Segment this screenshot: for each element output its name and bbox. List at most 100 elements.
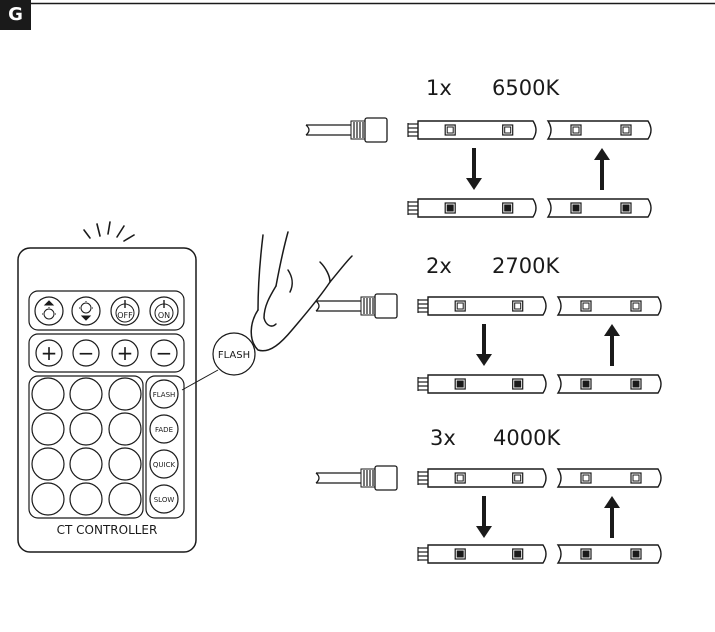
fade-button[interactable]: FADE [149, 414, 179, 444]
figure-label: G [0, 0, 31, 30]
arrow-down-icon [466, 148, 482, 190]
color-button[interactable] [108, 482, 142, 516]
remote-adjust-panel [28, 333, 185, 373]
flash-button[interactable]: FLASH [149, 379, 179, 409]
led-chip-core [514, 474, 522, 482]
led-chip-core [504, 126, 512, 134]
brightness-up-button[interactable] [34, 296, 64, 326]
led-chip-lit [632, 380, 640, 388]
step-3-temperature: 4000K [493, 426, 561, 450]
brightness-down-icon [79, 301, 93, 321]
arrow-head [476, 526, 492, 538]
led-strip-icon [556, 374, 662, 394]
cable [305, 124, 351, 136]
color-buttons [31, 377, 142, 516]
color-button[interactable] [69, 377, 103, 411]
led-chip-lit [582, 550, 590, 558]
arrow-head [466, 178, 482, 190]
brightness-up-icon [42, 300, 56, 320]
step-group-3 [315, 465, 662, 564]
plug-head [374, 293, 398, 319]
strip-body [427, 544, 547, 564]
remote-body [17, 247, 197, 553]
led-chip-core [456, 474, 464, 482]
color-button[interactable] [31, 377, 65, 411]
led-strip-icon [407, 120, 537, 140]
color-button[interactable] [31, 482, 65, 516]
plus-label: + [117, 341, 134, 365]
cable [315, 472, 361, 484]
arrow-down-icon [476, 324, 492, 366]
plug-connector-icon [305, 117, 388, 143]
led-chip-lit [572, 204, 580, 212]
strip-body [546, 120, 652, 140]
strip-body [427, 468, 547, 488]
led-strip-icon [556, 468, 662, 488]
remote-name: CT CONTROLLER [57, 523, 158, 537]
power-off-label: OFF [117, 311, 133, 320]
step-1-temperature: 6500K [492, 76, 560, 100]
plug-connector-icon [315, 293, 398, 319]
quick-button[interactable]: QUICK [149, 449, 179, 479]
plus-button-2[interactable]: + [111, 339, 139, 367]
arrow-up-icon [604, 496, 620, 538]
strip-body [417, 198, 537, 218]
led-strip-icon [556, 296, 662, 316]
color-button[interactable] [31, 447, 65, 481]
brightness-down-button[interactable] [71, 296, 101, 326]
led-strip-icon [417, 296, 547, 316]
color-button[interactable] [108, 412, 142, 446]
plus-button-1[interactable]: + [35, 339, 63, 367]
color-button[interactable] [31, 412, 65, 446]
led-chip-lit [514, 380, 522, 388]
quick-button-label: QUICK [153, 461, 176, 469]
plug-head [374, 465, 398, 491]
color-button[interactable] [69, 447, 103, 481]
step-group-2 [315, 293, 662, 394]
minus-label: − [156, 341, 173, 365]
strip-body [556, 296, 662, 316]
strip-body [556, 374, 662, 394]
remote-color-panel [28, 375, 144, 519]
power-off-button[interactable]: OFF [110, 296, 140, 326]
arrow-head [604, 324, 620, 336]
led-chip-lit [582, 380, 590, 388]
strip-body [417, 120, 537, 140]
flash-button-label: FLASH [153, 391, 176, 399]
arrow-head [476, 354, 492, 366]
led-strip-icon [417, 468, 547, 488]
led-chip-lit [456, 380, 464, 388]
arrow-up-icon [604, 324, 620, 366]
strip-body [546, 198, 652, 218]
minus-button-1[interactable]: − [72, 339, 100, 367]
arrow-up-icon [594, 148, 610, 190]
arrow-head [604, 496, 620, 508]
strip-body [556, 468, 662, 488]
color-button[interactable] [108, 447, 142, 481]
led-chip-lit [446, 204, 454, 212]
strip-body [556, 544, 662, 564]
power-on-button[interactable]: ON [149, 296, 179, 326]
led-chip-core [582, 474, 590, 482]
led-strip-icon [417, 374, 547, 394]
step-1-count: 1x [426, 76, 452, 100]
minus-button-2[interactable]: − [150, 339, 178, 367]
color-button[interactable] [69, 482, 103, 516]
minus-label: − [78, 341, 95, 365]
strip-body [427, 296, 547, 316]
led-chip-core [456, 302, 464, 310]
cable [315, 300, 361, 312]
led-chip-lit [504, 204, 512, 212]
step-group-1 [305, 117, 652, 218]
led-chip-core [622, 126, 630, 134]
strip-body [427, 374, 547, 394]
power-on-label: ON [158, 311, 170, 320]
remote-control: OFF ON + − + − [17, 221, 197, 553]
flash-callout-label: FLASH [218, 350, 250, 361]
color-button[interactable] [108, 377, 142, 411]
led-chip-lit [514, 550, 522, 558]
flash-callout: FLASH [181, 332, 256, 391]
color-button[interactable] [69, 412, 103, 446]
slow-button[interactable]: SLOW [149, 484, 179, 514]
step-2-count: 2x [426, 254, 452, 278]
